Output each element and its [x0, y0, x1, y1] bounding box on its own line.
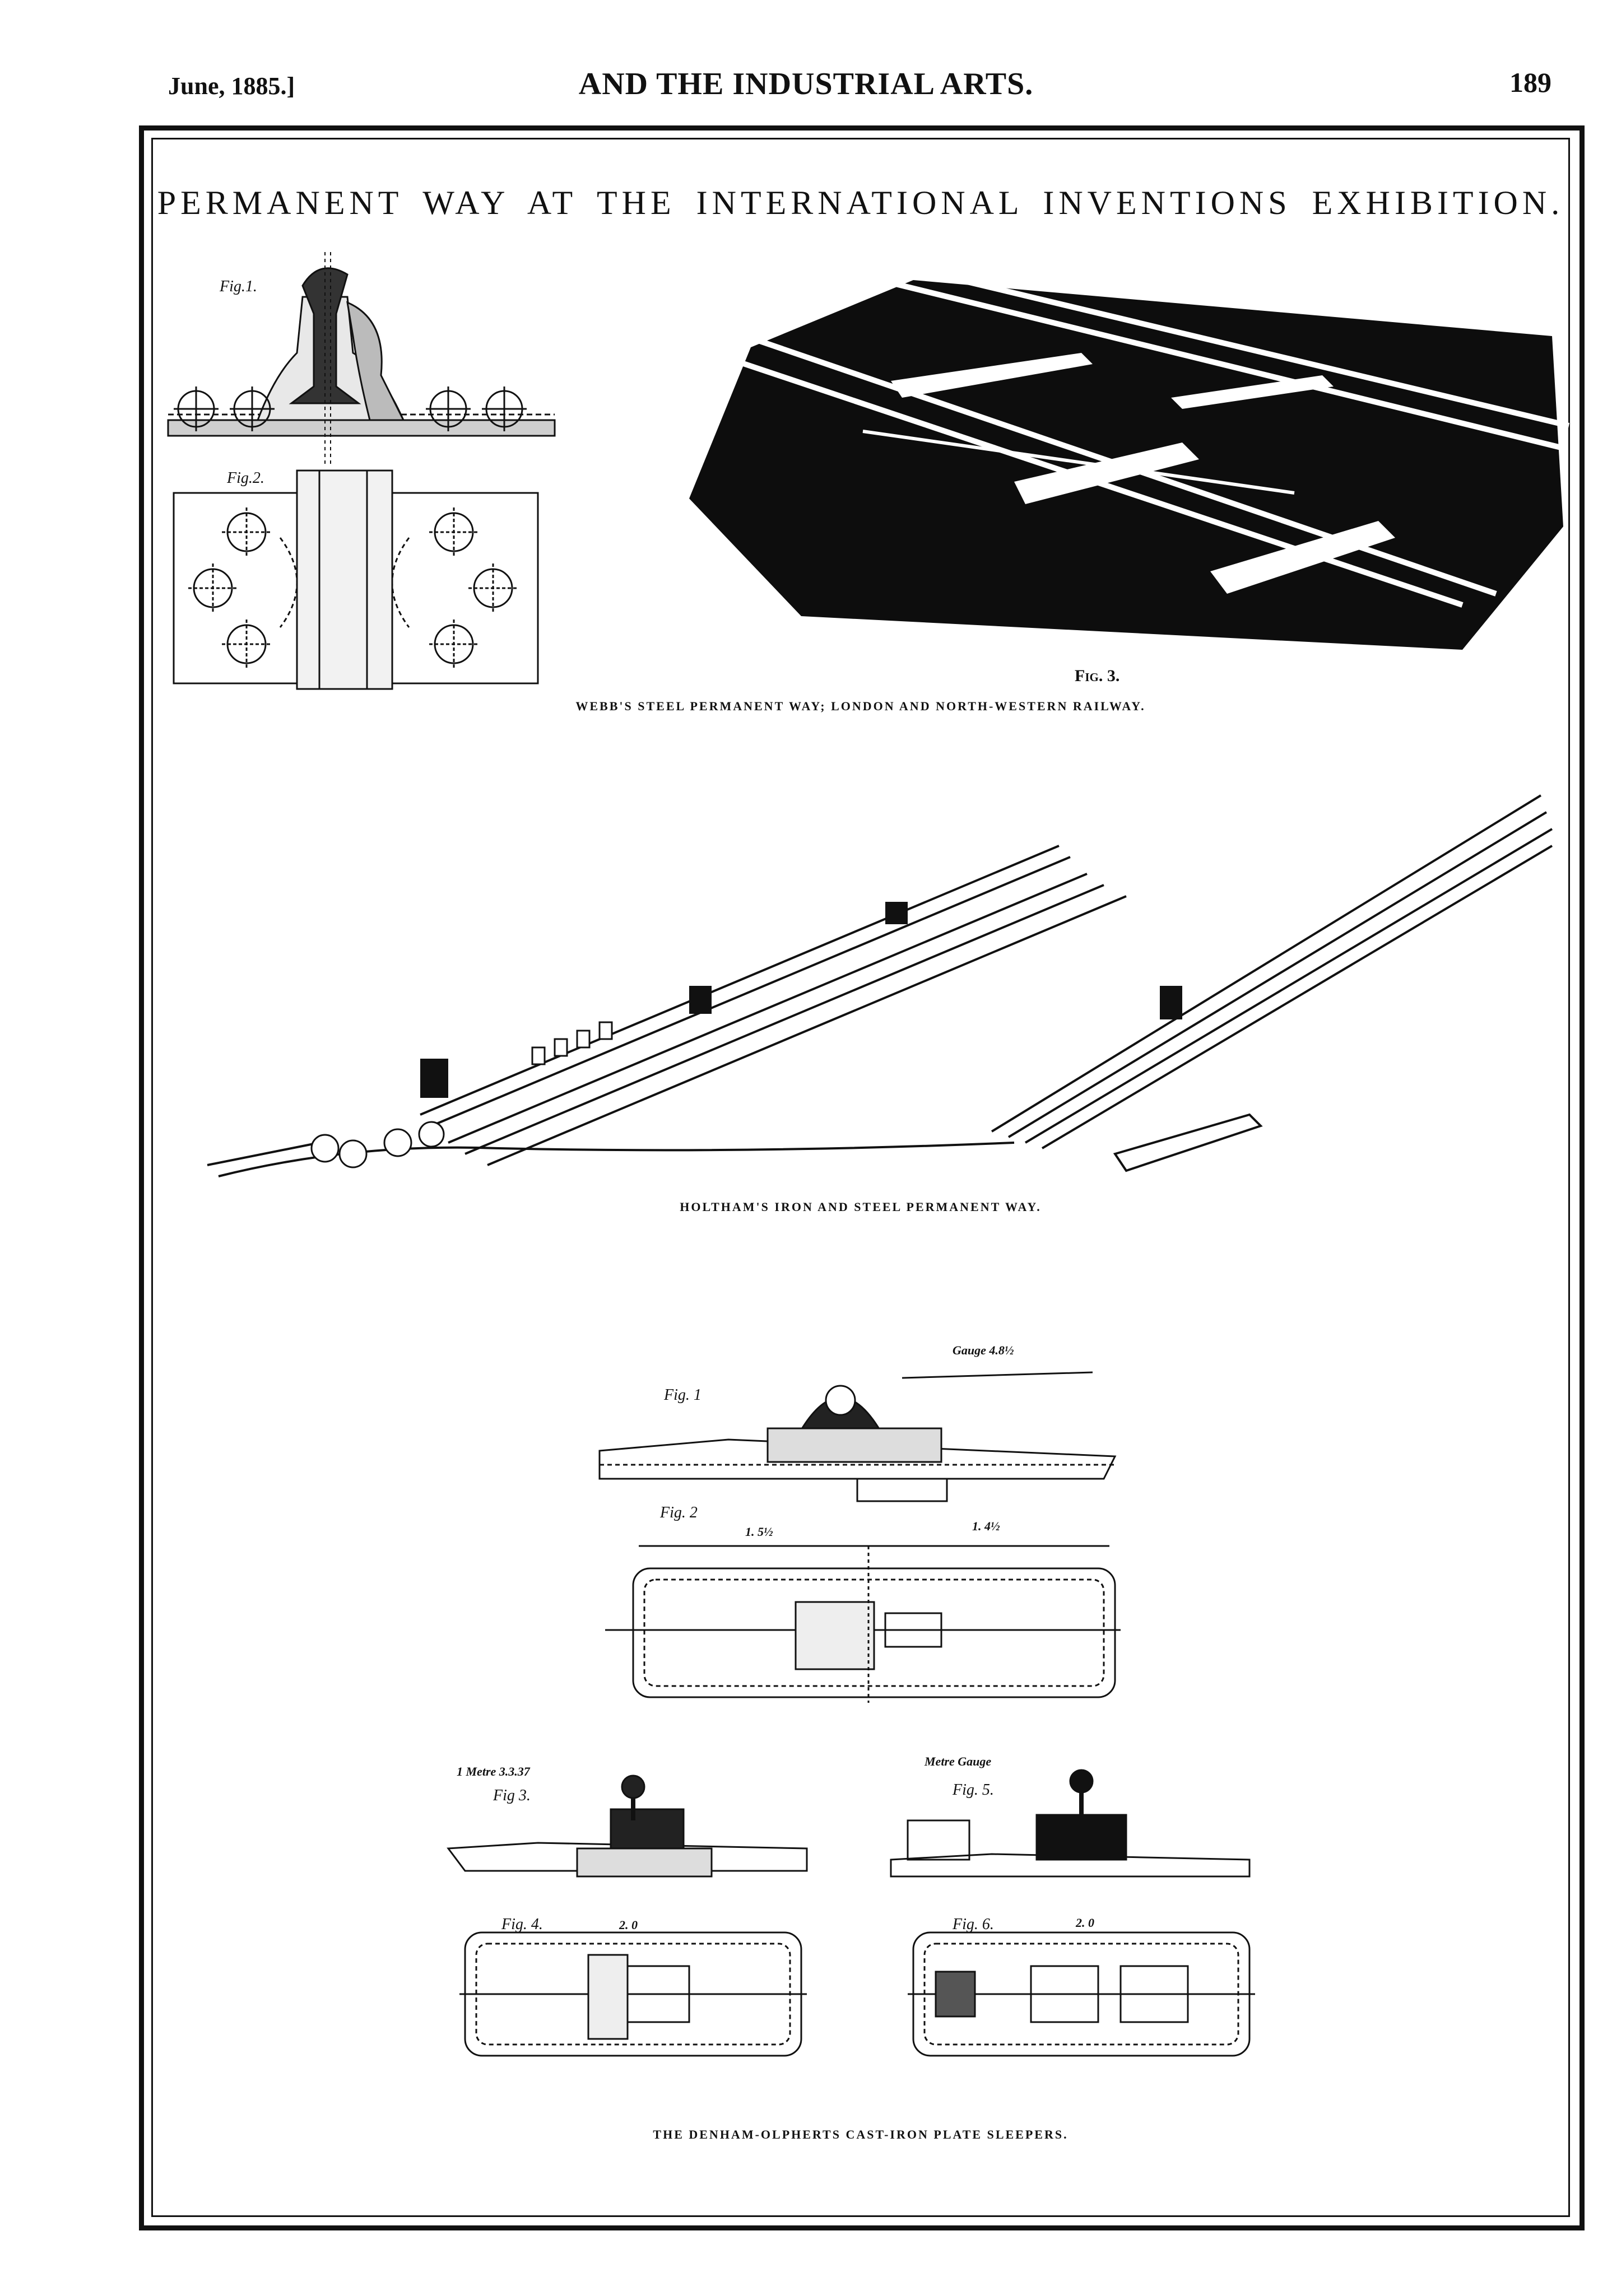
denham-fig5-label: Fig. 5. — [953, 1781, 994, 1799]
denham-fig1-label: Fig. 1 — [664, 1386, 702, 1404]
webb-caption: WEBB'S STEEL PERMANENT WAY; LONDON AND N… — [575, 699, 1146, 713]
holtham-caption: HOLTHAM'S IRON AND STEEL PERMANENT WAY. — [680, 1200, 1042, 1214]
denham-fig4-plan — [459, 1931, 807, 2057]
webb-fig2-plan — [173, 469, 539, 690]
denham-fig2-plan — [605, 1545, 1121, 1703]
denham-dim-4: 2. 0 — [1076, 1916, 1094, 1930]
webb-fig3-label: Fig. 3. — [1075, 667, 1120, 685]
denham-dim-3: 2. 0 — [619, 1918, 638, 1932]
denham-fig3-cross-section — [447, 1775, 808, 1878]
denham-fig2-label: Fig. 2 — [660, 1504, 698, 1521]
page-outer-frame — [139, 125, 1585, 2230]
denham-dim-2: 1. 4½ — [972, 1519, 1000, 1533]
page-number: 189 — [1509, 67, 1551, 98]
denham-fig5-cross-section — [890, 1769, 1251, 1878]
webb-fig1-rail-section — [167, 252, 556, 465]
denham-dim-1: 1. 5½ — [745, 1525, 773, 1539]
denham-fig1-cross-section — [598, 1371, 1117, 1502]
denham-caption: THE DENHAM-OLPHERTS CAST-IRON PLATE SLEE… — [653, 2127, 1069, 2141]
webb-fig3-track-engraving — [689, 266, 1570, 650]
header-journal-title: AND THE INDUSTRIAL ARTS. — [578, 67, 1034, 101]
denham-metre-gauge-label: Metre Gauge — [925, 1754, 992, 1768]
holtham-perspective-drawing — [207, 794, 1553, 1177]
denham-fig4-label: Fig. 4. — [501, 1916, 543, 1933]
header-date: June, 1885.] — [168, 72, 295, 100]
denham-metre-label: 1 Metre 3.3.37 — [457, 1764, 530, 1778]
webb-fig1-label: Fig.1. — [220, 278, 257, 295]
page-inner-frame — [151, 138, 1570, 2217]
webb-fig2-label: Fig.2. — [227, 469, 264, 487]
denham-gauge-label: Gauge 4.8½ — [953, 1343, 1014, 1357]
page-title: PERMANENT WAY AT THE INTERNATIONAL INVEN… — [157, 184, 1564, 221]
denham-fig6-label: Fig. 6. — [953, 1916, 994, 1933]
denham-fig6-plan — [908, 1931, 1255, 2057]
denham-fig3-label: Fig 3. — [493, 1787, 531, 1804]
